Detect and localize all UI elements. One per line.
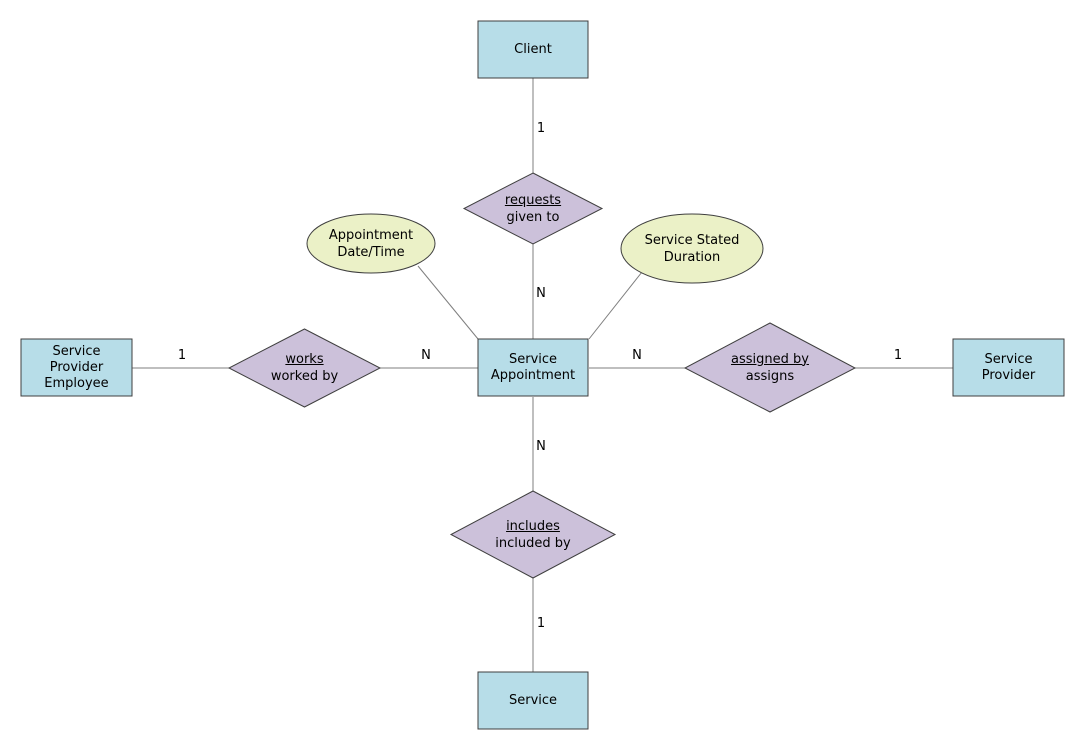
relationship-requests-secondary: given to (506, 209, 560, 225)
attribute-duration-line1: Service Stated (644, 232, 740, 248)
entity-service-appointment-box (477, 338, 589, 397)
cardinality-employee-side: 1 (177, 348, 187, 363)
attribute-duration-line2: Duration (663, 249, 721, 265)
attribute-service-duration: Service Stated Duration (621, 214, 763, 283)
connector-duration-appointment (588, 271, 643, 340)
entity-client-label: Client (514, 41, 552, 57)
relationship-assigned-shape (683, 322, 857, 413)
entity-employee-line2: Provider (49, 359, 104, 375)
entity-service-label: Service (508, 692, 558, 708)
relationship-assigned: assigned by assigns (685, 323, 855, 412)
cardinality-client-side: 1 (536, 121, 546, 136)
attribute-datetime-line1: Appointment (328, 227, 414, 243)
cardinality-appointment-top: N (536, 286, 546, 301)
entity-service-provider: Service Provider (953, 339, 1064, 396)
entity-employee-line1: Service (52, 343, 101, 359)
relationship-works-shape (227, 328, 382, 408)
entity-service-box (477, 671, 589, 730)
relationship-assigned-secondary: assigns (745, 368, 795, 384)
cardinality-service-side: 1 (536, 616, 546, 631)
entity-service-provider-line2: Provider (981, 367, 1036, 383)
entity-service-appointment-line2: Appointment (490, 367, 576, 383)
relationship-works: works worked by (229, 329, 380, 407)
entity-service-provider-employee: Service Provider Employee (21, 339, 132, 396)
cardinality-provider-side: 1 (893, 348, 903, 363)
relationship-requests: requests given to (464, 173, 602, 244)
entity-service-appointment: Service Appointment (478, 339, 588, 396)
relationship-requests-shape (462, 172, 604, 245)
attribute-datetime-line2: Date/Time (337, 244, 405, 260)
relationship-includes-primary: includes (506, 518, 560, 534)
attribute-appointment-datetime-shape (306, 213, 436, 274)
relationship-works-primary: works (285, 352, 324, 367)
cardinality-appointment-left: N (421, 348, 431, 363)
entity-service-appointment-line1: Service (508, 351, 558, 367)
relationship-includes: includes included by (451, 491, 615, 578)
entity-employee-line3: Employee (44, 375, 109, 391)
attribute-service-duration-shape (620, 213, 764, 284)
relationship-works-secondary: worked by (270, 369, 339, 384)
cardinality-appointment-bottom: N (536, 439, 546, 454)
relationship-includes-secondary: included by (495, 535, 571, 551)
entity-client-box (477, 20, 589, 79)
cardinality-appointment-right: N (632, 348, 642, 363)
entity-service: Service (478, 672, 588, 729)
entity-service-provider-box (952, 338, 1065, 397)
entity-service-provider-employee-box (20, 338, 133, 397)
relationship-includes-shape (449, 490, 617, 579)
entity-client: Client (478, 21, 588, 78)
entity-service-provider-line1: Service (984, 351, 1033, 367)
relationship-assigned-primary: assigned by (731, 351, 809, 367)
connector-datetime-appointment (417, 265, 479, 340)
attribute-appointment-datetime: Appointment Date/Time (307, 214, 435, 273)
relationship-requests-primary: requests (504, 192, 562, 208)
